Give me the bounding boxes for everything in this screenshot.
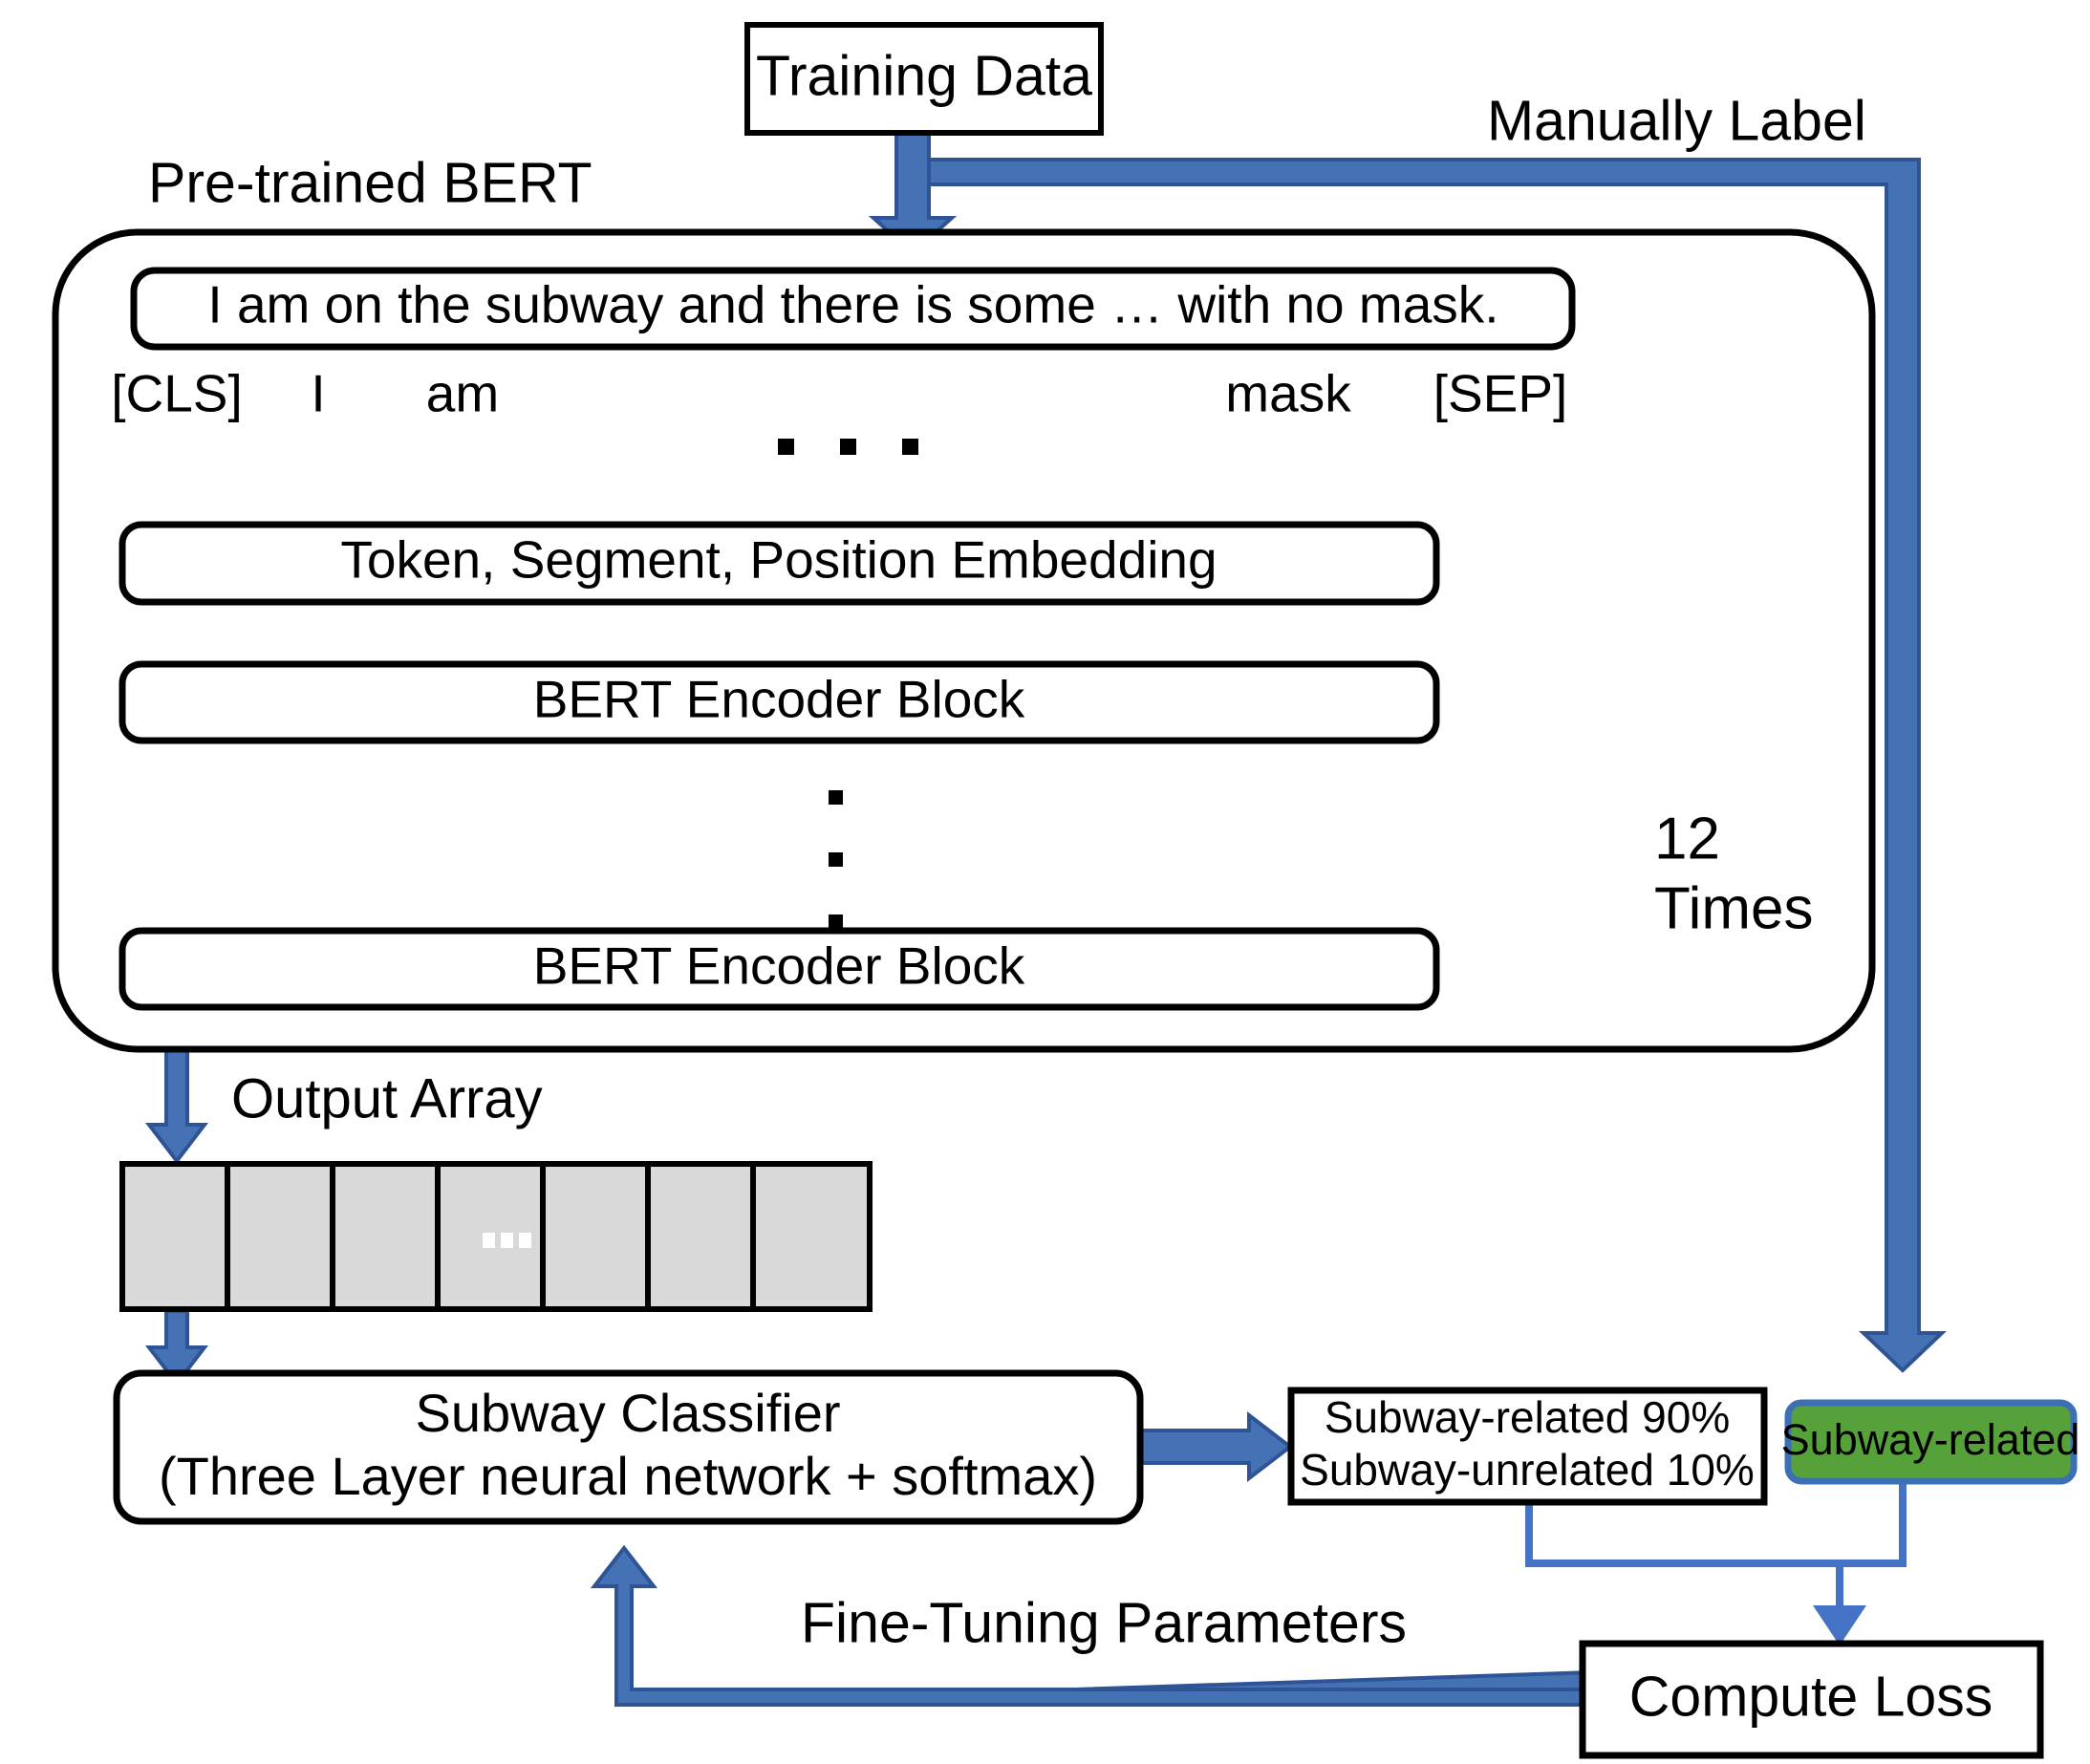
training-data-box[interactable]: [744, 22, 1104, 136]
probs-line2: Subway-unrelated 10%: [1300, 1445, 1755, 1495]
output-array-label: Output Array: [231, 1067, 543, 1129]
pretrained-bert-title: Pre-trained BERT: [148, 152, 593, 215]
output-array-cell: [645, 1161, 756, 1312]
arrow-manually-label: [927, 158, 1948, 1373]
token-label-sep: [SEP]: [1433, 364, 1568, 423]
token-label-cls: [CLS]: [111, 364, 243, 423]
times-12-number: 12: [1654, 806, 1720, 871]
encoder-block-top-box[interactable]: [119, 660, 1440, 744]
output-array-cell: [750, 1161, 873, 1312]
arrow-bert-to-output-array: [144, 1047, 209, 1165]
classifier-line2: (Three Layer neural network + softmax): [159, 1446, 1097, 1506]
probs-line1: Subway-related 90%: [1325, 1392, 1730, 1442]
compute-loss-label: Compute Loss: [1629, 1666, 1993, 1729]
token-label-mask: mask: [1225, 364, 1351, 423]
sentence-box[interactable]: [130, 267, 1576, 351]
output-array-cell: [119, 1161, 230, 1312]
output-array-ellipsis-icon: [483, 1233, 531, 1248]
arrow-classifier-to-probs: [1138, 1410, 1294, 1483]
times-12-word: Times: [1654, 875, 1813, 941]
pretrained-bert-container: [52, 228, 1876, 1053]
compute-loss-box[interactable]: [1579, 1640, 2044, 1759]
encoder-block-bottom-box[interactable]: [119, 927, 1440, 1011]
encoder-stack-ellipsis-icon: [829, 790, 843, 929]
output-array-cell: [330, 1161, 441, 1312]
output-array: [119, 1161, 873, 1312]
classifier-line1: Subway Classifier: [415, 1383, 840, 1443]
output-array-cell: [225, 1161, 335, 1312]
connector-to-compute-loss: [1525, 1479, 1907, 1646]
output-array-cell: [540, 1161, 651, 1312]
green-label-text: Subway-related: [1781, 1415, 2080, 1464]
token-row-ellipsis-icon: [778, 439, 918, 455]
training-data-label: Training Data: [756, 45, 1092, 108]
sentence-text: I am on the subway and there is some … w…: [207, 275, 1498, 334]
encoder-top-label: BERT Encoder Block: [533, 670, 1025, 729]
token-label-i: I: [311, 364, 325, 423]
arrow-output-array-to-classifier: [144, 1309, 209, 1388]
arrowhead-compute-loss: [1813, 1605, 1866, 1646]
embedding-label: Token, Segment, Position Embedding: [340, 530, 1217, 590]
green-label-box[interactable]: [1784, 1399, 2078, 1485]
fine-tuning-label: Fine-Tuning Parameters: [801, 1592, 1407, 1655]
probability-box[interactable]: [1287, 1387, 1768, 1506]
token-label-am: am: [426, 364, 499, 423]
manually-label-text: Manually Label: [1487, 90, 1866, 153]
encoder-bottom-label: BERT Encoder Block: [533, 936, 1025, 996]
embedding-box[interactable]: [119, 521, 1440, 606]
subway-classifier-box[interactable]: [113, 1369, 1144, 1525]
